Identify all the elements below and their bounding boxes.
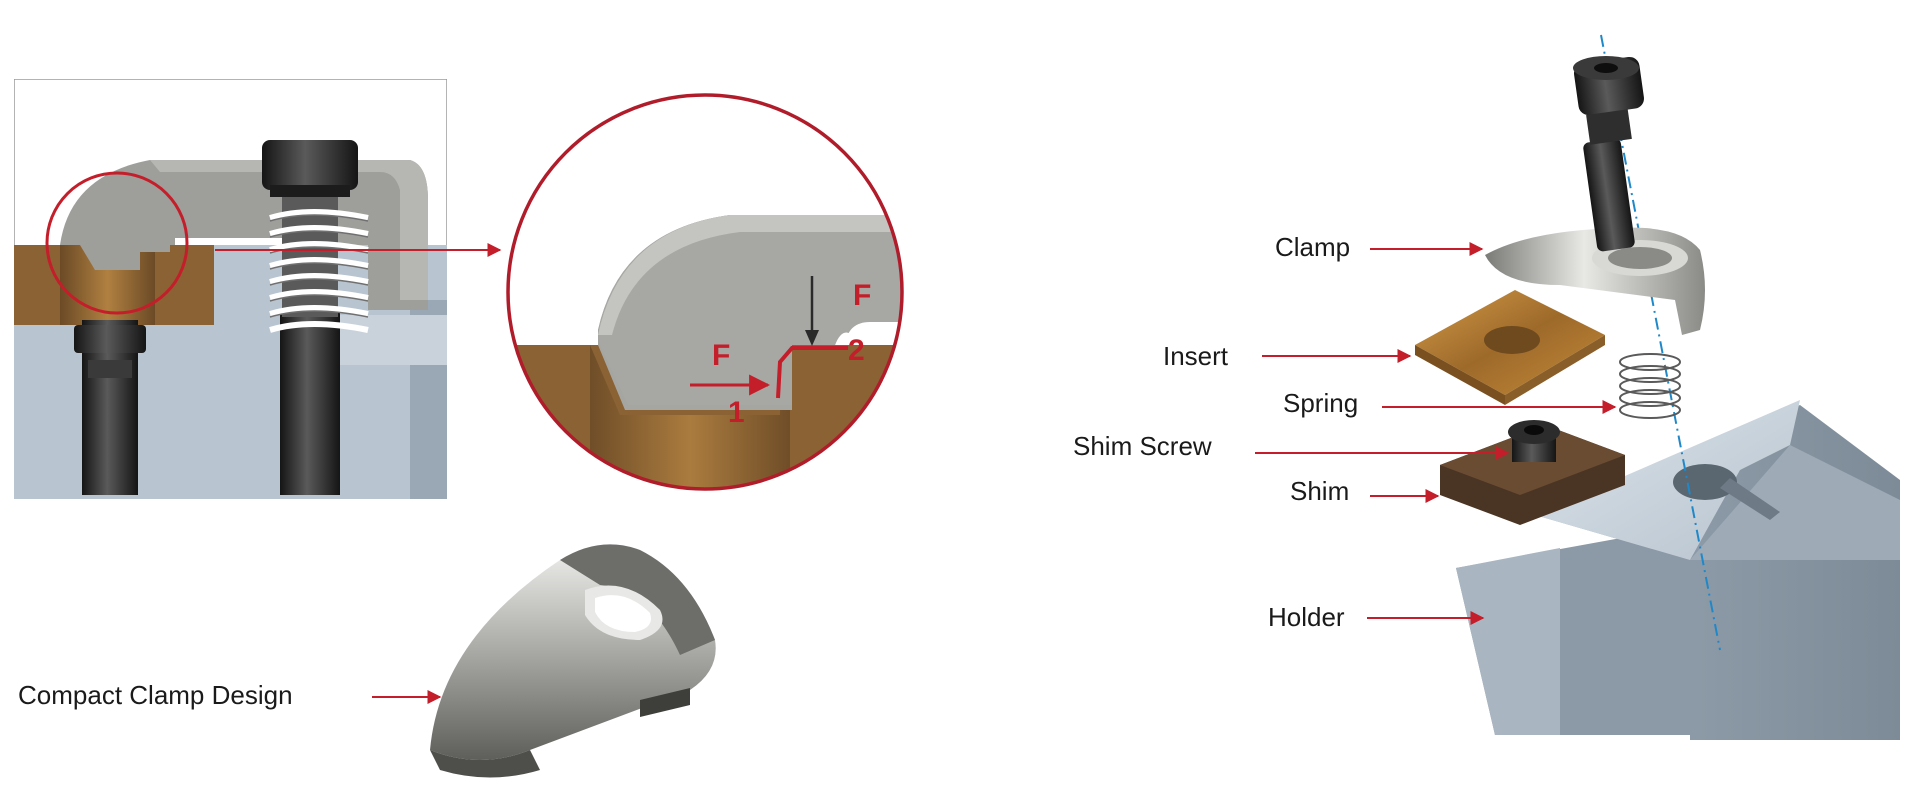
cross-section-view (14, 79, 447, 499)
coil-spring-icon (1619, 353, 1681, 419)
shim-label: Shim (1290, 476, 1349, 506)
clamp-screw-icon (1573, 56, 1645, 252)
holder-label: Holder (1268, 602, 1345, 632)
force-f-horizontal-label: F (712, 339, 730, 372)
shim-screw-part (1508, 420, 1560, 462)
holder-part (1456, 400, 1900, 740)
clamp-label: Clamp (1275, 232, 1350, 262)
compact-clamp-design-label: Compact Clamp Design (18, 680, 293, 710)
force-f-vertical-label: F (853, 279, 871, 312)
force-step-1-label: 1 (728, 396, 745, 429)
insert-part (1415, 290, 1605, 405)
spring-label: Spring (1283, 388, 1358, 418)
exploded-view (1415, 34, 1900, 740)
insert-label: Insert (1163, 341, 1229, 371)
coil-spring-icon (269, 209, 369, 333)
zoom-circle-icon (45, 171, 189, 315)
compact-clamp-render (430, 544, 716, 778)
shim-screw-label: Shim Screw (1073, 431, 1212, 461)
force-step-2-label: 2 (848, 334, 865, 367)
magnified-detail: F 1 F 2 (506, 93, 904, 491)
